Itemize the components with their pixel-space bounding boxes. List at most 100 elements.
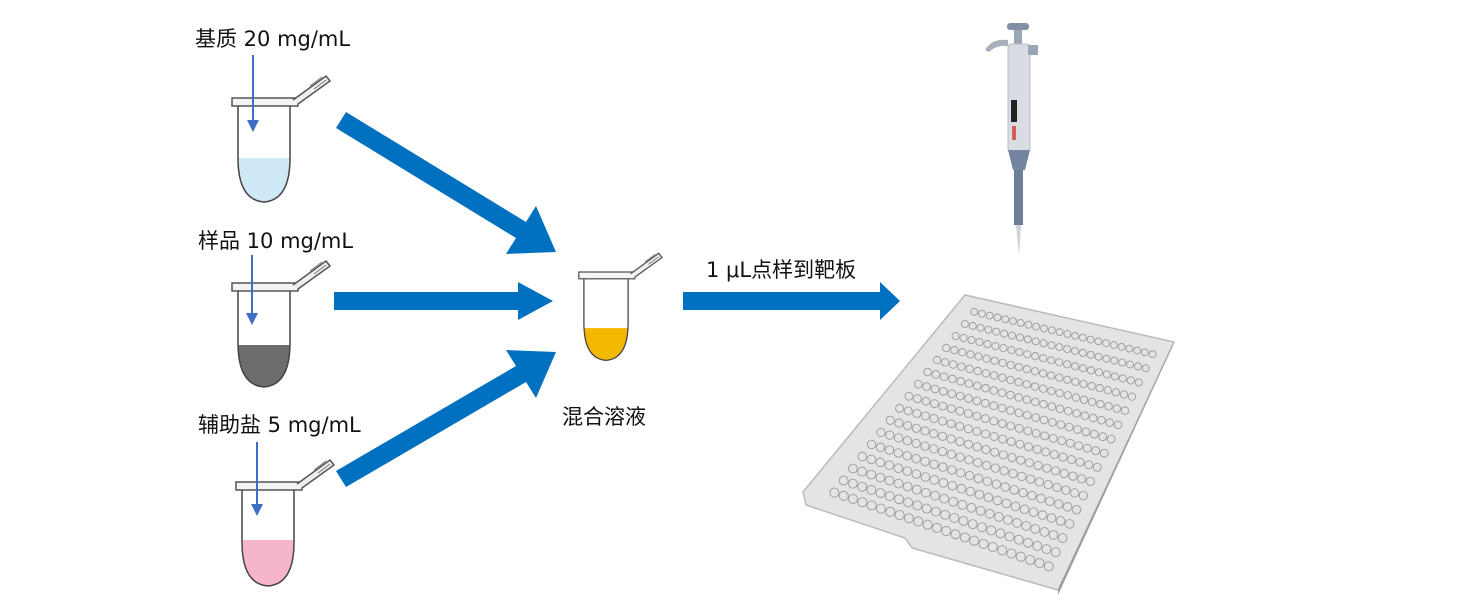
plate-well xyxy=(911,438,921,449)
plate-well xyxy=(931,370,941,379)
plate-well xyxy=(847,493,859,505)
plate-well xyxy=(1045,496,1055,506)
plate-well xyxy=(1001,315,1010,324)
salt-label: 辅助盐 5 mg/mL xyxy=(198,413,361,437)
plate-well xyxy=(997,403,1007,413)
plate-well xyxy=(866,469,877,480)
plate-well xyxy=(921,503,932,514)
plate-well xyxy=(875,472,886,483)
plate-well xyxy=(1025,554,1036,565)
plate-well xyxy=(922,382,931,391)
plate-well xyxy=(912,408,922,418)
plate-well xyxy=(1103,386,1112,395)
plate-well xyxy=(978,309,986,318)
plate-well xyxy=(946,449,957,460)
plate-well xyxy=(1086,335,1095,344)
plate-well xyxy=(1039,354,1048,363)
plate-well xyxy=(913,394,922,404)
plate-well xyxy=(1056,420,1066,430)
flow-arrows xyxy=(334,112,900,487)
plate-well xyxy=(1007,346,1016,355)
plate-well xyxy=(1110,356,1119,365)
plate-well xyxy=(1032,540,1043,551)
plate-well xyxy=(1014,408,1024,418)
plate-well xyxy=(903,497,914,508)
plate-well xyxy=(963,424,973,434)
plate-well xyxy=(1006,360,1015,370)
plate-well xyxy=(1071,346,1079,355)
plate-well xyxy=(966,350,975,359)
plate-well xyxy=(1071,393,1081,402)
plate-well xyxy=(993,512,1004,522)
plate-well xyxy=(1006,421,1016,431)
plate-well xyxy=(946,404,956,414)
plate-well xyxy=(989,401,999,410)
plate-well xyxy=(981,383,990,393)
plate-well xyxy=(991,479,1002,489)
plate-well xyxy=(1040,431,1050,441)
plate-well xyxy=(1047,341,1056,350)
plate-well xyxy=(829,487,840,498)
plate-well xyxy=(1064,422,1074,432)
salt-liquid xyxy=(242,540,294,586)
plate-well xyxy=(972,411,982,421)
add-arrows xyxy=(246,55,263,516)
plate-well xyxy=(1041,544,1052,554)
plate-well xyxy=(876,427,886,438)
plate-well xyxy=(894,510,905,521)
spotting-label: 1 μL点样到靶板 xyxy=(706,258,856,282)
plate-well xyxy=(1015,348,1024,357)
plate-well xyxy=(998,358,1007,367)
plate-well xyxy=(1014,362,1023,372)
plate-well xyxy=(1098,432,1108,441)
plate-well xyxy=(838,475,849,486)
plate-well xyxy=(1058,452,1068,462)
plate-well xyxy=(980,414,990,423)
plate-well xyxy=(920,456,930,467)
plate-well xyxy=(963,409,973,418)
plate-well xyxy=(981,444,991,455)
plate-well xyxy=(1047,326,1056,335)
plate-well xyxy=(902,481,913,492)
plate-well xyxy=(969,535,980,546)
plate-well xyxy=(998,434,1008,444)
plate-well xyxy=(1095,384,1104,393)
plate-well xyxy=(1034,477,1045,487)
plate-well xyxy=(984,508,995,519)
plate-well xyxy=(973,366,982,376)
plate-well xyxy=(1047,386,1056,396)
plate-well xyxy=(964,379,974,388)
plate-well xyxy=(1006,548,1017,559)
plate-well xyxy=(930,384,940,394)
plate-well xyxy=(937,446,948,457)
plate-well xyxy=(981,460,992,470)
plate-well xyxy=(1084,460,1094,470)
plate-well xyxy=(967,519,978,530)
plate-well xyxy=(1031,413,1040,422)
plate-well xyxy=(1014,424,1024,433)
plate-wells xyxy=(829,308,1157,572)
plate-well xyxy=(913,379,923,389)
plate-well xyxy=(955,468,966,478)
mixture-tube xyxy=(578,252,663,362)
plate-well xyxy=(902,435,913,446)
plate-well xyxy=(982,354,991,363)
plate-well xyxy=(1062,502,1073,512)
plate-well xyxy=(938,416,948,426)
plate-well xyxy=(981,369,991,378)
plate-well xyxy=(1033,460,1043,471)
plate-well xyxy=(989,386,999,395)
plate-well xyxy=(1079,379,1088,389)
plate-well xyxy=(1008,468,1018,479)
plate-well xyxy=(940,358,950,367)
arrow-salt-to-mix xyxy=(336,350,556,487)
plate-well xyxy=(949,360,958,369)
plate-well xyxy=(955,421,965,431)
plate-well xyxy=(965,364,974,374)
plate-well xyxy=(989,416,999,426)
plate-well xyxy=(1119,390,1128,399)
plate-well xyxy=(1047,371,1056,380)
plate-well xyxy=(984,325,993,334)
plate-well xyxy=(1023,537,1033,548)
